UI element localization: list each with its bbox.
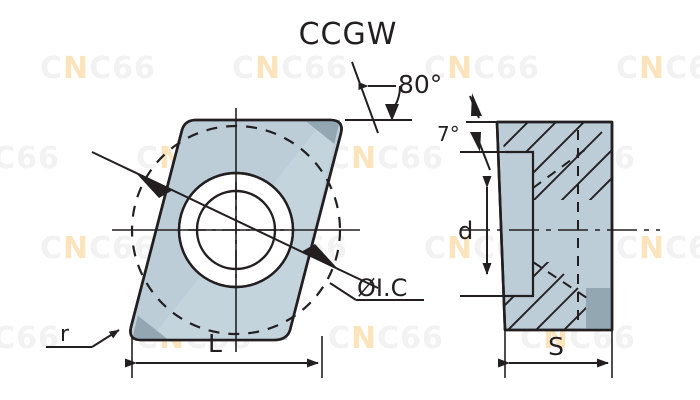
watermark-text: CNC66 <box>328 141 444 176</box>
angle-80-leader-arrowhead <box>385 104 399 121</box>
angle-7-leader-upper <box>469 95 480 119</box>
rhombic-insert-front-view <box>91 108 424 352</box>
angle-7-annotation <box>466 93 520 171</box>
insert-body-outline <box>129 118 343 342</box>
side-shade-bottom-right <box>586 288 612 330</box>
hidden-line-top-chamfer <box>532 145 591 189</box>
thickness-dimension <box>498 328 613 378</box>
watermark-text: CNC66 <box>0 321 60 356</box>
insert-side-section-view <box>460 120 660 332</box>
angle-7-arrow-up <box>470 132 481 152</box>
length-label: L <box>208 329 222 358</box>
corner-radius-label: r <box>60 322 70 347</box>
watermark-text: CNC66 <box>232 51 348 86</box>
ic-leader-line <box>329 282 357 301</box>
corner-radius-leader <box>91 329 120 348</box>
watermark-text: CNC66 <box>616 231 700 266</box>
ic-arrow-left <box>136 173 173 198</box>
inscribed-circle-label: ØI.C <box>357 274 407 302</box>
page-title: CCGW <box>299 17 398 52</box>
angle-7-label: 7° <box>437 122 460 146</box>
thickness-label: S <box>548 332 564 361</box>
length-dimension <box>125 336 323 378</box>
angle-7-arrow-down <box>471 93 482 116</box>
watermark-text: CNC66 <box>616 51 700 86</box>
watermark-text: CNC66 <box>424 51 540 86</box>
hidden-line-bottom-chamfer <box>532 261 591 301</box>
angle-80-extension-line <box>351 61 379 134</box>
watermark-text: CNC66 <box>40 51 156 86</box>
angle-80-annotation <box>345 61 412 134</box>
hole-diameter-label: d <box>458 217 473 245</box>
angle-7-leader-lower <box>475 133 491 171</box>
watermark-text: CNC66 <box>0 141 60 176</box>
ic-arrow-right <box>301 244 338 269</box>
watermark-text: CNC66 <box>328 321 444 356</box>
corner-radius-annotation <box>46 329 120 348</box>
angle-80-label: 80° <box>398 70 442 99</box>
